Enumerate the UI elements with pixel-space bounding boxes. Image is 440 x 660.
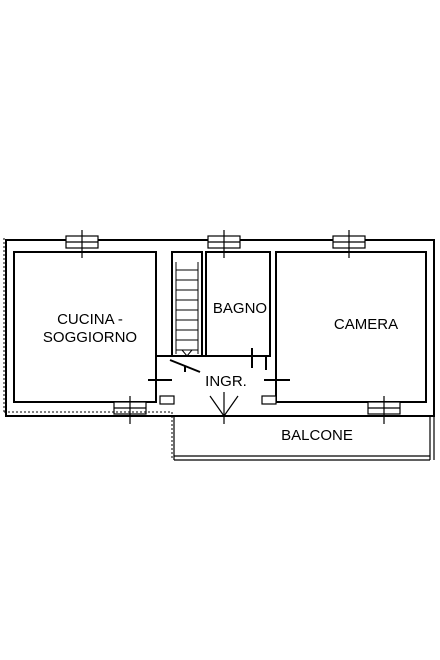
label-cucina-line2: SOGGIORNO xyxy=(43,329,137,346)
label-cucina-line1: CUCINA - xyxy=(57,311,123,328)
label-balcone: BALCONE xyxy=(281,427,353,444)
wall-mass xyxy=(5,239,435,417)
windows xyxy=(65,230,401,424)
room-bagno xyxy=(205,251,271,357)
stairs xyxy=(171,251,203,357)
dashed-boundary xyxy=(3,238,173,458)
window-camera-bottom xyxy=(367,396,401,424)
label-camera: CAMERA xyxy=(334,316,398,333)
room-camera xyxy=(275,251,427,403)
room-cucina xyxy=(13,251,157,403)
window-camera-top xyxy=(332,230,366,258)
label-bagno: BAGNO xyxy=(213,300,267,317)
entrance-door xyxy=(159,392,277,424)
entrance-hall xyxy=(148,348,290,381)
balcony xyxy=(173,416,435,461)
window-cucina-bottom xyxy=(113,396,147,424)
window-bagno-top xyxy=(207,230,241,258)
label-ingresso: INGR. xyxy=(205,373,247,390)
window-cucina-top xyxy=(65,230,99,258)
